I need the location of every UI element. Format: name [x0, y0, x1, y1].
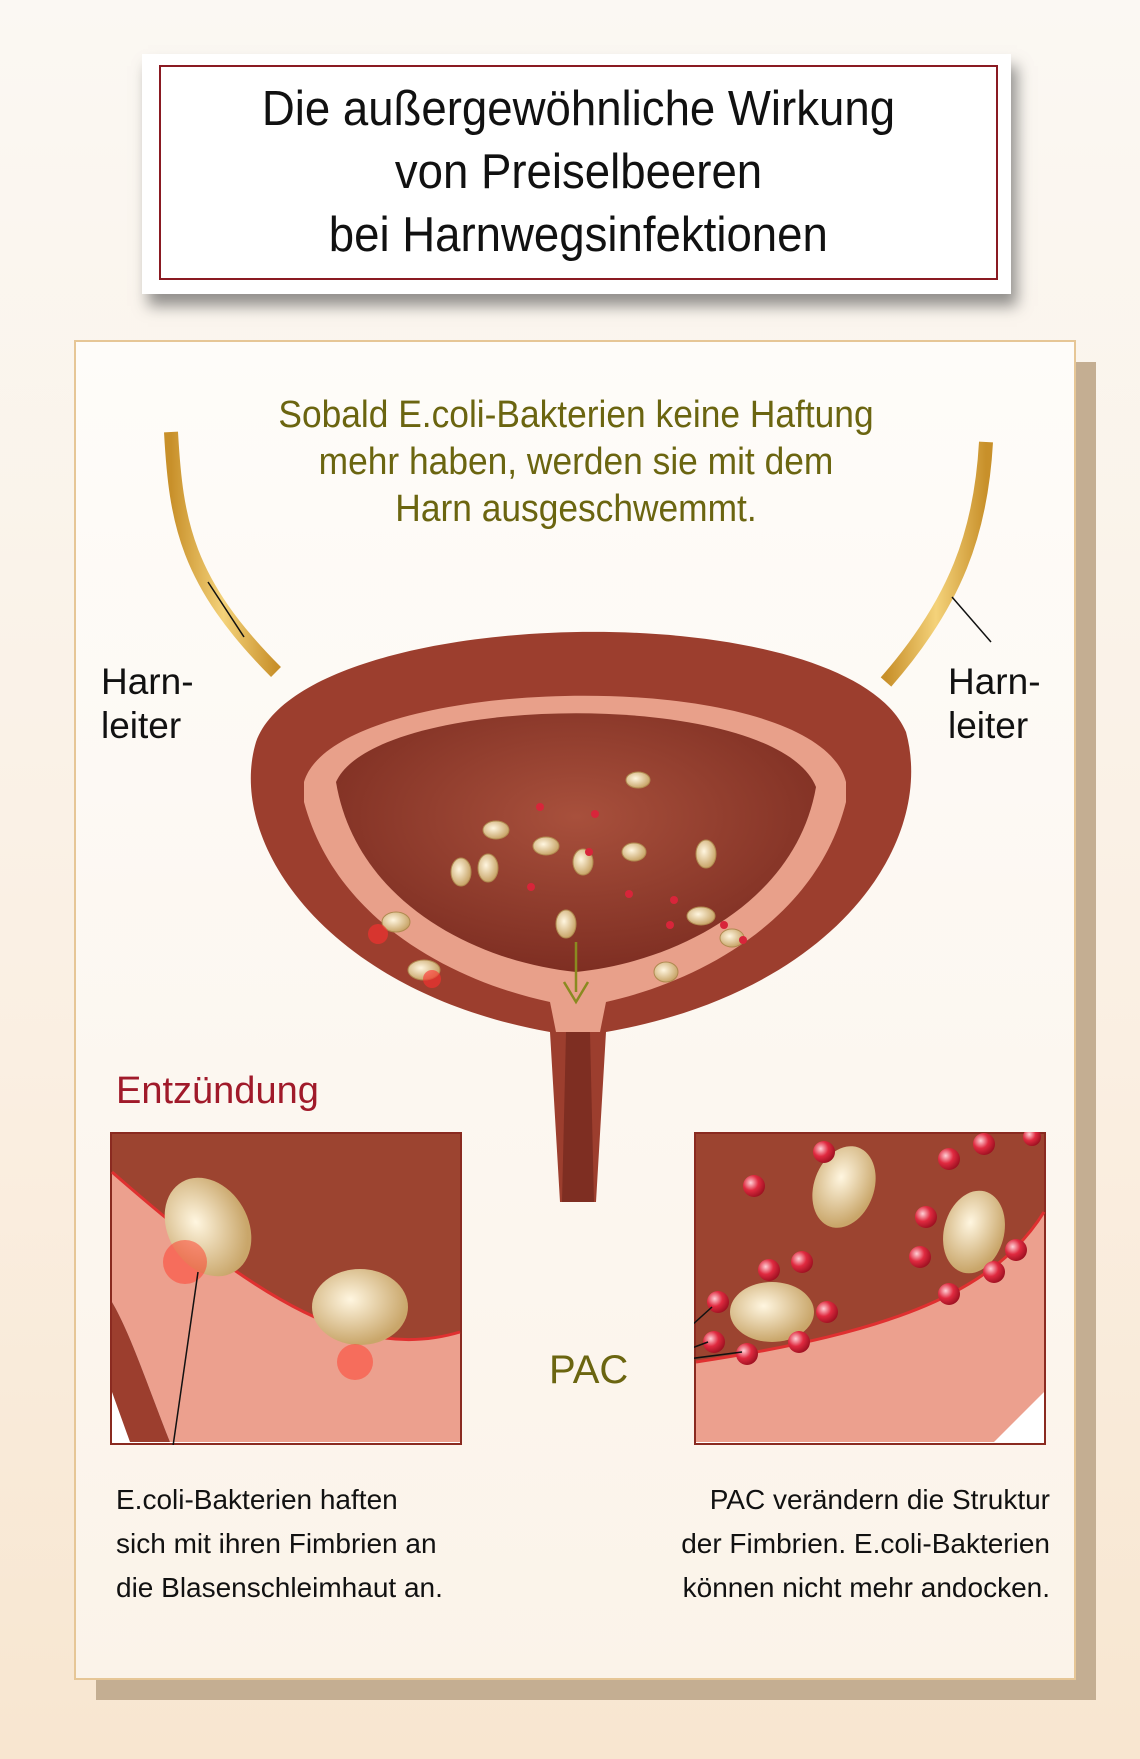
- caption-right: PAC verändern die Struktur der Fimbrien.…: [681, 1478, 1050, 1610]
- subtitle-line-1: Sobald E.coli-Bakterien keine Haftung: [278, 394, 874, 436]
- subtitle-line-3: Harn ausgeschwemmt.: [395, 488, 757, 530]
- inset-pac-blocking: [694, 1132, 1046, 1445]
- inset-adhesion: [110, 1132, 462, 1445]
- drainage-arrow: [562, 942, 590, 1005]
- pac-pointer-lines: [694, 1306, 743, 1359]
- inflammation-spot: [337, 1344, 373, 1380]
- caption-left: E.coli-Bakterien haften sich mit ihren F…: [116, 1478, 443, 1610]
- bacterium: [312, 1269, 408, 1345]
- urethra: [562, 1032, 594, 1202]
- ureter-left: [164, 431, 281, 677]
- title-frame: Die außergewöhnliche Wirkung von Preisel…: [159, 65, 998, 280]
- ureter-right-label: Harn- leiter: [948, 660, 1041, 748]
- caption-right-line-1: PAC verändern die Struktur: [709, 1484, 1050, 1515]
- caption-left-line-1: E.coli-Bakterien haften: [116, 1484, 398, 1515]
- title-line-1: Die außergewöhnliche Wirkung: [261, 82, 896, 136]
- ureter-right: [880, 441, 993, 687]
- inflammation-label: Entzündung: [116, 1070, 319, 1112]
- caption-right-line-2: der Fimbrien. E.coli-Bakterien: [681, 1528, 1050, 1559]
- bacterium: [812, 1146, 876, 1228]
- bladder-illustration: [164, 431, 993, 1202]
- pac-dots: [703, 1132, 1041, 1365]
- ureter-left-label-line-2: leiter: [101, 705, 182, 746]
- subtitle-line-2: mehr haben, werden sie mit dem: [318, 441, 834, 483]
- caption-left-line-2: sich mit ihren Fimbrien an: [116, 1528, 437, 1559]
- illustration-panel: Sobald E.coli-Bakterien keine Haftung me…: [74, 340, 1076, 1680]
- blocked-bacterium: [943, 1190, 1005, 1274]
- caption-right-line-3: können nicht mehr andocken.: [682, 1572, 1050, 1603]
- inflammation-spot: [163, 1240, 207, 1284]
- bacteria-group: [381, 771, 745, 983]
- ureter-right-label-line-1: Harn-: [948, 661, 1041, 702]
- title-line-2: von Preiselbeeren: [394, 145, 763, 199]
- ureter-left-label: Harn- leiter: [101, 660, 194, 748]
- ureter-right-label-line-2: leiter: [948, 705, 1029, 746]
- ureter-left-label-line-1: Harn-: [101, 661, 194, 702]
- inflammation-spots: [368, 924, 441, 988]
- caption-pointer: [172, 1271, 199, 1445]
- ureter-right-pointer: [951, 596, 992, 643]
- title-card: Die außergewöhnliche Wirkung von Preisel…: [142, 54, 1011, 294]
- blocked-bacterium: [730, 1282, 814, 1342]
- caption-left-line-3: die Blasenschleimhaut an.: [116, 1572, 443, 1603]
- pac-particles: [527, 803, 747, 944]
- ureter-left-pointer: [207, 581, 245, 638]
- pac-label: PAC: [549, 1348, 629, 1392]
- subtitle: Sobald E.coli-Bakterien keine Haftung me…: [76, 392, 1076, 533]
- title-line-3: bei Harnwegsinfektionen: [328, 208, 829, 262]
